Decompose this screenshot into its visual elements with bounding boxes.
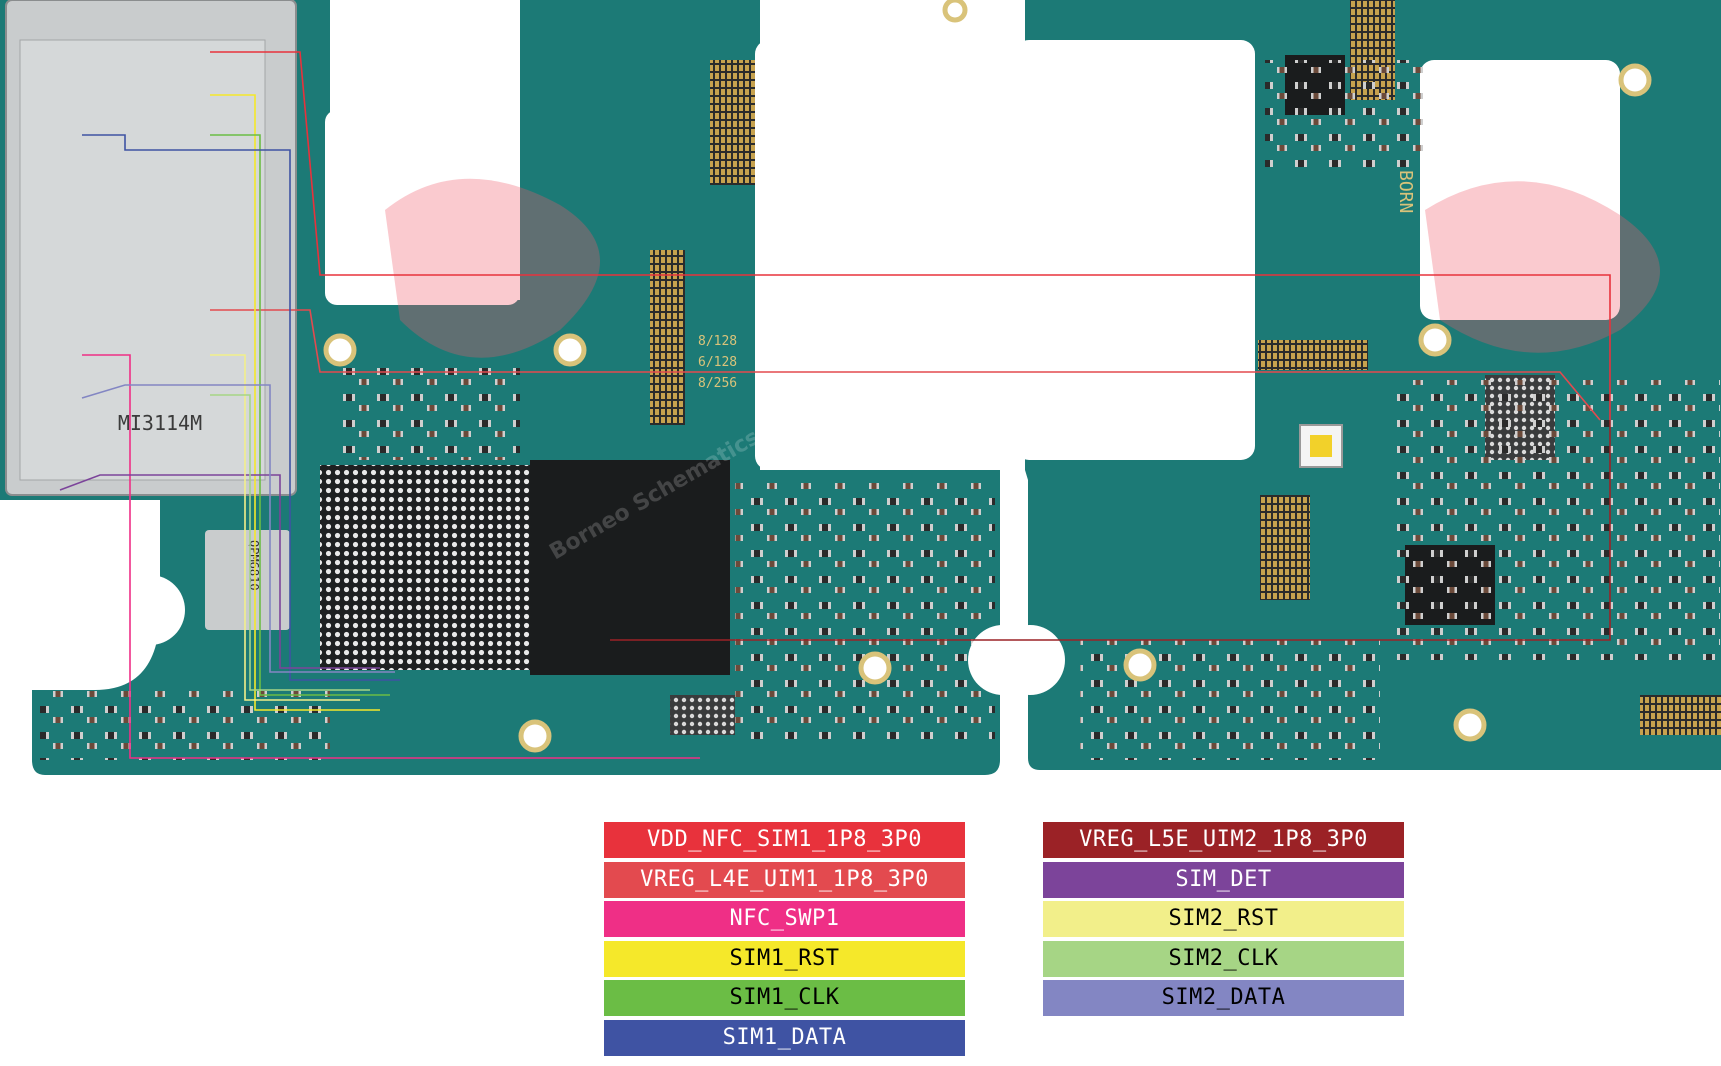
memory-chip xyxy=(530,460,730,675)
board-connector-left xyxy=(650,250,685,425)
mount-hole xyxy=(553,333,587,367)
trace-sim2-clk xyxy=(210,394,370,691)
mount-hole xyxy=(1418,323,1452,357)
mount-hole xyxy=(518,719,552,753)
smd-field-left-2 xyxy=(735,480,995,740)
trace-sim1-data xyxy=(82,134,400,681)
smd-field-left-3 xyxy=(40,690,330,760)
mount-hole xyxy=(1123,648,1157,682)
board-connector-right-edge xyxy=(1640,695,1721,735)
board-connector-right-low xyxy=(1260,495,1310,600)
board-connector-top xyxy=(710,60,755,185)
left-board-window xyxy=(755,40,995,470)
smd-field-right-2 xyxy=(1080,640,1380,760)
soc-bga xyxy=(320,465,530,670)
trace-sim1-clk xyxy=(210,134,390,696)
legend-item-vreg-l5e-uim2-1p8-3p0: VREG_L5E_UIM2_1P8_3P0 xyxy=(1043,822,1404,858)
mount-hole xyxy=(858,651,892,685)
smd-field-right-1 xyxy=(1390,380,1720,660)
trace-sim1-rst xyxy=(210,94,380,711)
mount-hole xyxy=(1453,708,1487,742)
mount-hole xyxy=(942,0,968,23)
memory-variant-3: 8/256 xyxy=(698,376,737,391)
right-board-slot xyxy=(1420,60,1620,320)
trace-vreg-l5e-uim2 xyxy=(610,420,1611,641)
board-connector-right-mid xyxy=(1258,340,1368,370)
net-traces xyxy=(59,51,1611,759)
trace-sim2-data xyxy=(81,384,395,673)
legend-item-sim1-clk: SIM1_CLK xyxy=(604,980,965,1017)
small-bga xyxy=(670,695,735,735)
brand-vertical: BORN xyxy=(1395,170,1416,213)
legend-item-sim2-rst: SIM2_RST xyxy=(1043,901,1404,938)
trace-sim-det xyxy=(59,474,380,669)
legend-item-vdd-nfc-sim1-1p8-3p0: VDD_NFC_SIM1_1P8_3P0 xyxy=(604,822,965,858)
mount-hole xyxy=(1618,63,1652,97)
right-board: BORN xyxy=(995,0,1721,770)
left-board-notch xyxy=(115,575,185,645)
trace-vreg-l4e-uim1 xyxy=(210,309,1601,421)
legend-item-sim1-rst: SIM1_RST xyxy=(604,940,965,977)
led-core xyxy=(1310,435,1332,457)
right-board-window xyxy=(1015,40,1255,460)
memory-variant-2: 6/128 xyxy=(698,355,737,370)
legend-item-sim2-clk: SIM2_CLK xyxy=(1043,940,1404,977)
pcb-diagram: MI3114M QPM6810 8/128 6/128 8/256 xyxy=(0,0,1721,775)
smd-field-right-3 xyxy=(1265,60,1425,170)
trace-nfc-swp1 xyxy=(82,354,700,759)
mount-hole xyxy=(323,333,357,367)
left-board: MI3114M QPM6810 8/128 6/128 8/256 xyxy=(0,0,1038,775)
legend-item-vreg-l4e-uim1-1p8-3p0: VREG_L4E_UIM1_1P8_3P0 xyxy=(604,861,965,898)
legend-item-sim-det: SIM_DET xyxy=(1043,861,1404,898)
sim-tray-inner xyxy=(19,39,266,481)
pmic-chip xyxy=(205,530,290,630)
memory-variant-1: 8/128 xyxy=(698,334,737,349)
legend-item-nfc-swp1: NFC_SWP1 xyxy=(604,901,965,938)
edge-notch xyxy=(995,625,1065,695)
trace-sim2-rst xyxy=(210,354,360,701)
pmic-code: QPM6810 xyxy=(247,540,261,591)
left-board-slot xyxy=(325,110,520,305)
smd-field-left-1 xyxy=(340,360,520,460)
legend-item-sim2-data: SIM2_DATA xyxy=(1043,980,1404,1017)
sim-socket-code: MI3114M xyxy=(118,411,202,435)
watermark-logo xyxy=(385,178,1660,358)
trace-vdd-nfc-sim1 xyxy=(210,51,1611,420)
legend-item-sim1-data: SIM1_DATA xyxy=(604,1020,965,1056)
